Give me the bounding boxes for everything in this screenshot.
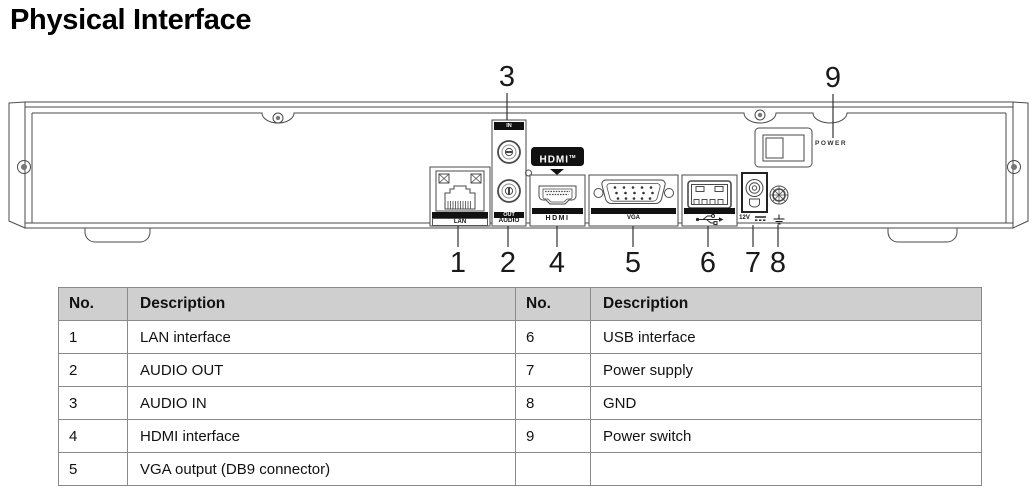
page-title: Physical Interface bbox=[10, 4, 252, 36]
header-description-left: Description bbox=[127, 287, 516, 321]
gnd-screw-graphic bbox=[769, 185, 789, 205]
cell-description: VGA output (DB9 connector) bbox=[127, 452, 516, 486]
chassis-foot-left bbox=[84, 227, 151, 243]
header-no-left: No. bbox=[58, 287, 128, 321]
cell-no: 8 bbox=[515, 386, 591, 420]
cell-no: 5 bbox=[58, 452, 128, 486]
audio-label: AUDIO bbox=[498, 217, 520, 224]
audio-out-label-bar: OUT bbox=[494, 212, 524, 218]
cell-description bbox=[590, 452, 982, 486]
power-switch-graphic bbox=[754, 127, 813, 168]
callout-9: 9 bbox=[824, 62, 842, 94]
hdmi-label: HDMI bbox=[545, 215, 570, 222]
hdmi-badge-label: HDMITM bbox=[531, 147, 584, 166]
usb-port-graphic bbox=[681, 174, 738, 227]
dc-jack-graphic bbox=[741, 172, 768, 213]
cell-no: 9 bbox=[515, 419, 591, 453]
cell-description: Power supply bbox=[590, 353, 982, 387]
usb-icon bbox=[695, 214, 724, 226]
hdmi-label-bar bbox=[532, 208, 583, 214]
callout-5: 5 bbox=[624, 247, 642, 279]
vga-port-graphic bbox=[588, 174, 679, 227]
rear-panel-diagram: LAN IN OUT AUDIO HDMITM HDMI VGA 12V POW… bbox=[0, 58, 1036, 286]
cell-no bbox=[515, 452, 591, 486]
callout-leader-lines bbox=[457, 93, 834, 247]
lan-label-bar bbox=[432, 212, 488, 218]
table-header-row: No. Description No. Description bbox=[58, 287, 982, 321]
callout-3: 3 bbox=[498, 61, 516, 93]
dc-symbol-icon bbox=[755, 216, 766, 221]
cell-no: 7 bbox=[515, 353, 591, 387]
ground-icon bbox=[773, 214, 785, 225]
dc-12v-label: 12V bbox=[739, 214, 750, 221]
callout-7: 7 bbox=[744, 247, 762, 279]
audio-in-label-bar: IN bbox=[494, 122, 524, 130]
cell-no: 1 bbox=[58, 320, 128, 354]
cell-no: 3 bbox=[58, 386, 128, 420]
chassis-foot-right bbox=[887, 227, 958, 243]
power-label: POWER bbox=[815, 140, 848, 147]
cell-description: LAN interface bbox=[127, 320, 516, 354]
audio-jacks-graphic bbox=[491, 119, 532, 227]
table-row: 1 LAN interface 6 USB interface bbox=[58, 320, 982, 354]
callout-2: 2 bbox=[499, 247, 517, 279]
vga-label: VGA bbox=[626, 215, 640, 221]
callout-6: 6 bbox=[699, 247, 717, 279]
vga-label-bar bbox=[591, 208, 676, 214]
hdmi-port-graphic bbox=[529, 174, 586, 227]
hdmi-badge-text: HDMI bbox=[539, 154, 570, 166]
callout-4: 4 bbox=[548, 247, 566, 279]
cell-no: 4 bbox=[58, 419, 128, 453]
header-description-right: Description bbox=[590, 287, 982, 321]
interface-description-table: No. Description No. Description 1 LAN in… bbox=[58, 287, 982, 486]
lan-label: LAN bbox=[432, 218, 488, 226]
table-row: 2 AUDIO OUT 7 Power supply bbox=[58, 353, 982, 387]
cell-description: GND bbox=[590, 386, 982, 420]
cell-no: 2 bbox=[58, 353, 128, 387]
cell-description: AUDIO IN bbox=[127, 386, 516, 420]
callout-1: 1 bbox=[449, 247, 467, 279]
hdmi-logo-badge bbox=[531, 147, 584, 175]
cell-no: 6 bbox=[515, 320, 591, 354]
cell-description: USB interface bbox=[590, 320, 982, 354]
table-row: 5 VGA output (DB9 connector) bbox=[58, 452, 982, 486]
usb-label-bar bbox=[684, 208, 735, 214]
cell-description: Power switch bbox=[590, 419, 982, 453]
cell-description: HDMI interface bbox=[127, 419, 516, 453]
table-row: 3 AUDIO IN 8 GND bbox=[58, 386, 982, 420]
header-no-right: No. bbox=[515, 287, 591, 321]
chassis-screw-icons bbox=[17, 109, 1021, 174]
cell-description: AUDIO OUT bbox=[127, 353, 516, 387]
table-row: 4 HDMI interface 9 Power switch bbox=[58, 419, 982, 453]
callout-8: 8 bbox=[769, 247, 787, 279]
hdmi-badge-tm: TM bbox=[569, 154, 576, 159]
